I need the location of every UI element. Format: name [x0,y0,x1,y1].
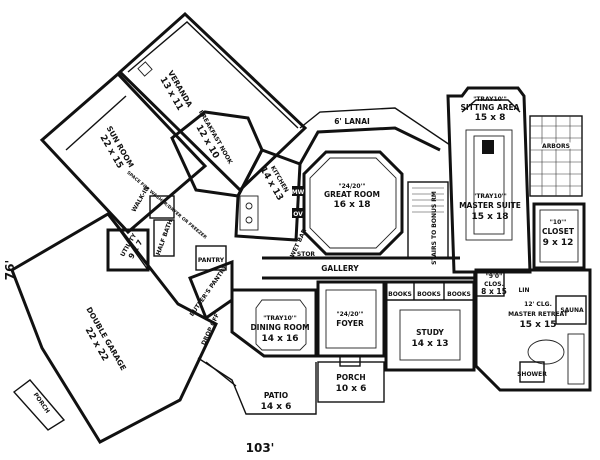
arbors-area [529,115,583,197]
kitchen-area [234,148,304,242]
patio-area [197,357,317,415]
gallery-name: GALLERY [321,264,359,273]
arbors-name: ARBORS [542,143,570,150]
master-suite-name: MASTER SUITE [459,201,521,210]
lanai-area [298,107,451,165]
dining-room-area [230,288,318,358]
sitting-area-name: SITTING AREA [461,103,520,112]
gallery-area [262,256,474,280]
patio-size: 14 x 6 [261,402,292,412]
dining-room-ceiling: "TRAY10'" [263,315,297,322]
study-area [384,280,476,372]
master-suite-area [446,86,532,274]
sitting-area-ceiling: "TRAY10'" [473,96,507,103]
foyer-ceiling: "24/20'" [337,311,364,318]
sun-room-area [39,71,208,235]
service-area [106,195,234,321]
pantry-name: PANTRY [198,257,225,264]
master-suite-ceiling: "TRAY10'" [473,193,507,200]
overall-depth: 76' [3,260,17,280]
closet-name: CLOSET [542,227,575,236]
sitting-area-size: 15 x 8 [475,113,506,123]
side-porch-name: PORCH [32,391,51,414]
great-room-name: GREAT ROOM [324,190,380,199]
study-name: STUDY [416,328,444,337]
foyer-name: FOYER [336,319,364,328]
closet-area [532,202,586,270]
study-size: 14 x 13 [411,339,448,349]
great-room-ceiling: "24/20'" [339,183,366,190]
range-label-mw: MW [292,189,305,196]
veranda-wing [117,11,308,193]
half-bath-name: HALF BATH [155,219,174,257]
stor-name: STOR [297,251,316,258]
books-2: BOOKS [417,291,441,298]
front-porch-area [317,355,385,403]
closet-size: 9 x 12 [543,238,574,248]
stairs [407,181,449,259]
his-closet-ceiling: "9'0" [486,273,502,280]
master-retreat-name: MASTER RETREAT [508,311,569,318]
dining-room-name: DINING ROOM [250,323,309,332]
lin-name: LIN [518,287,529,294]
great-room-area [302,150,404,256]
great-room-size: 16 x 18 [333,200,370,210]
labels: VERANDA 13 x 11 SUN ROOM 22 x 15 BREAKFA… [32,69,584,415]
lanai-name: 6' LANAI [334,117,370,126]
double-garage-area [10,212,218,444]
overall-width: 103' [246,441,275,455]
shower-name: SHOWER [517,371,547,378]
patio-name: PATIO [264,391,288,400]
closet-ceiling: "10'" [550,219,566,226]
master-retreat-size: 15 x 15 [519,320,556,330]
master-retreat-ceiling: 12' CLG. [524,301,552,308]
stairs-label: STAIRS TO BONUS RM [431,191,438,265]
master-retreat-area [473,268,592,392]
front-porch-size: 10 x 6 [336,384,367,394]
books-1: BOOKS [388,291,412,298]
front-porch-name: PORCH [336,373,365,382]
range-label-ov: OV [293,211,303,218]
dining-room-size: 14 x 16 [261,334,298,344]
books-3: BOOKS [447,291,471,298]
master-suite-size: 15 x 18 [471,212,508,222]
his-closet-size: 8 x 15 [481,287,507,296]
side-porch-area [12,379,66,431]
walk-in-name: WALK-IN [130,185,150,213]
his-closet-name: CLOS. [484,281,504,288]
sauna-name: SAUNA [560,307,584,314]
